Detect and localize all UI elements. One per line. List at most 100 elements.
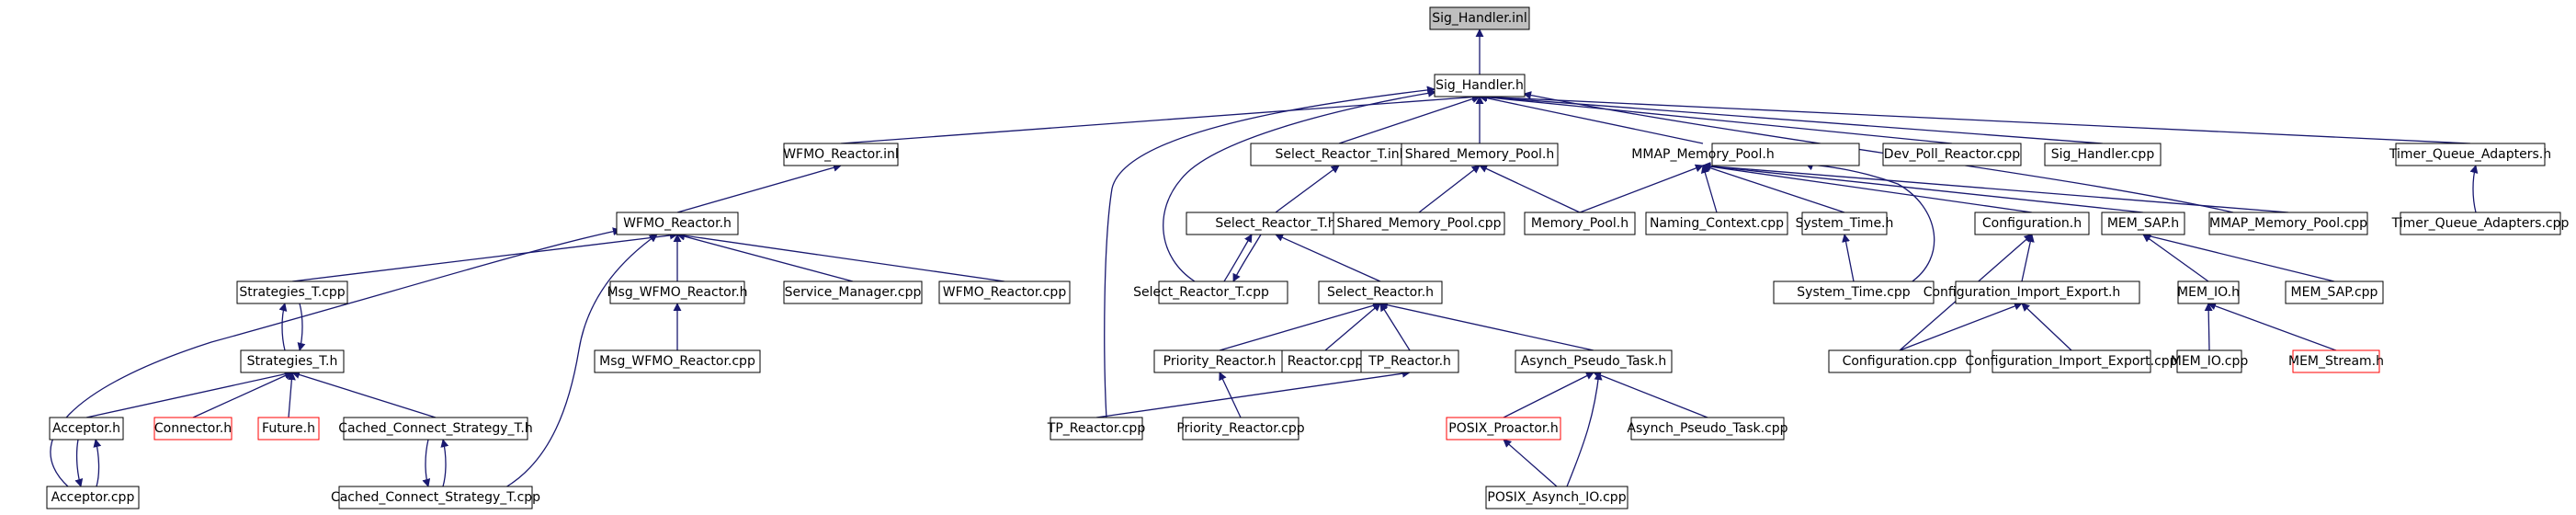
edge-priority-reactor-cpp-to-priority-reactor-h [1219,372,1242,418]
node-configuration-import-export-h[interactable]: Configuration_Import_Export.h [1923,280,2140,304]
edge-wfmo-reactor-inl-to-sig-handler-h [840,93,1481,144]
edge-naming-context-cpp-to-mmap-memory-pool-h [1700,165,1718,213]
node-mmap-memory-pool-h[interactable]: MMAP_Memory_Pool.h [1631,143,1860,166]
edge-layer [50,29,2479,488]
node-sig-handler-cpp[interactable]: Sig_Handler.cpp [2044,143,2162,166]
node-priority-reactor-cpp[interactable]: Priority_Reactor.cpp [1176,417,1305,441]
node-priority-reactor-h[interactable]: Priority_Reactor.h [1153,349,1286,373]
node-sig-handler-h[interactable]: Sig_Handler.h [1434,74,1526,97]
node-label: WFMO_Reactor.cpp [943,285,1067,300]
node-wfmo-reactor-h[interactable]: WFMO_Reactor.h [616,212,739,235]
node-box [1485,486,1628,509]
node-posix-proactor-h[interactable]: POSIX_Proactor.h [1446,417,1561,441]
edge-mem-io-cpp-to-mem-io-h [2204,303,2213,351]
node-asynch-pseudo-task-cpp[interactable]: Asynch_Pseudo_Task.cpp [1627,417,1788,441]
node-box [49,417,124,441]
node-label: Shared_Memory_Pool.cpp [1336,216,1501,231]
node-connector-h[interactable]: Connector.h [153,417,233,441]
node-label: Select_Reactor.h [1327,285,1434,300]
edge-wfmo-reactor-h-to-wfmo-reactor-inl [676,163,842,213]
node-cached-connect-strategy-t-h[interactable]: Cached_Connect_Strategy_T.h [338,417,533,441]
node-label: Configuration_Import_Export.h [1923,285,2121,300]
edge-dev-poll-reactor-cpp-to-sig-handler-h [1479,93,1953,144]
node-future-h[interactable]: Future.h [257,417,320,441]
node-mem-sap-h[interactable]: MEM_SAP.h [2101,212,2185,235]
node-select-reactor-t-inl[interactable]: Select_Reactor_T.inl [1250,143,1428,166]
node-box [2176,349,2242,373]
node-label: Service_Manager.cpp [785,285,922,300]
node-label: POSIX_Proactor.h [1448,421,1558,436]
node-label: Acceptor.cpp [51,490,135,505]
node-msg-wfmo-reactor-cpp[interactable]: Msg_WFMO_Reactor.cpp [594,349,761,373]
edge-cached-connect-strategy-t-h-to-strategies-t-h [291,371,437,418]
node-mmap-memory-pool-cpp[interactable]: MMAP_Memory_Pool.cpp [2208,212,2368,235]
edge-mem-io-h-to-mem-sap-h [2142,234,2209,282]
node-label: Sig_Handler.inl [1432,11,1527,26]
node-configuration-h[interactable]: Configuration.h [1974,212,2090,235]
node-timer-queue-adapters-cpp[interactable]: Timer_Queue_Adapters.cpp [2391,212,2570,235]
node-timer-queue-adapters-h[interactable]: Timer_Queue_Adapters.h [2389,143,2551,166]
edge-select-reactor-t-inl-to-sig-handler-h [1338,95,1481,144]
node-select-reactor-t-cpp[interactable]: Select_Reactor_T.cpp [1133,280,1288,304]
edge-mem-sap-cpp-to-mem-sap-h [2142,232,2335,282]
node-mem-stream-h[interactable]: MEM_Stream.h [2288,349,2384,373]
node-box [1524,212,1636,235]
node-label: Future.h [262,421,315,436]
node-system-time-cpp[interactable]: System_Time.cpp [1773,280,1935,304]
edge-cached-connect-strategy-t-cpp-to-cached-connect-strategy-t-h [440,439,449,487]
node-system-time-h[interactable]: System_Time.h [1796,212,1894,235]
node-wfmo-reactor-cpp[interactable]: WFMO_Reactor.cpp [938,280,1071,304]
node-asynch-pseudo-task-h[interactable]: Asynch_Pseudo_Task.h [1515,349,1673,373]
node-label: Asynch_Pseudo_Task.h [1521,354,1667,369]
node-label: Sig_Handler.h [1436,78,1524,93]
node-mem-io-cpp[interactable]: MEM_IO.cpp [2171,349,2249,373]
node-acceptor-h[interactable]: Acceptor.h [49,417,124,441]
node-acceptor-cpp[interactable]: Acceptor.cpp [46,486,140,509]
node-box [1828,349,1971,373]
node-box [1281,349,1369,373]
node-shared-memory-pool-h[interactable]: Shared_Memory_Pool.h [1401,143,1559,166]
node-cached-connect-strategy-t-cpp[interactable]: Cached_Connect_Strategy_T.cpp [331,486,540,509]
node-label: WFMO_Reactor.inl [783,147,899,162]
edge-configuration-import-export-h-to-configuration-h [2021,234,2035,282]
node-strategies-t-cpp[interactable]: Strategies_T.cpp [236,280,348,304]
node-naming-context-cpp[interactable]: Naming_Context.cpp [1645,212,1788,235]
node-label: Timer_Queue_Adapters.h [2389,147,2551,162]
node-shared-memory-pool-cpp[interactable]: Shared_Memory_Pool.cpp [1333,212,1505,235]
node-box [2044,143,2162,166]
node-strategies-t-h[interactable]: Strategies_T.h [240,349,345,373]
edge-connector-h-to-strategies-t-h [192,372,293,418]
node-tp-reactor-h[interactable]: TP_Reactor.h [1360,349,1459,373]
node-label: MMAP_Memory_Pool.cpp [2209,216,2367,231]
node-mem-io-h[interactable]: MEM_IO.h [2177,280,2240,304]
node-label: Select_Reactor_T.inl [1276,147,1403,162]
node-label: WFMO_Reactor.h [623,216,732,231]
node-configuration-cpp[interactable]: Configuration.cpp [1828,349,1971,373]
node-mem-sap-cpp[interactable]: MEM_SAP.cpp [2285,280,2384,304]
node-label: Acceptor.h [52,421,120,436]
node-service-manager-cpp[interactable]: Service_Manager.cpp [783,280,923,304]
node-msg-wfmo-reactor-h[interactable]: Msg_WFMO_Reactor.h [607,280,748,304]
node-box [343,417,528,441]
node-posix-asynch-io-cpp[interactable]: POSIX_Asynch_IO.cpp [1485,486,1628,509]
node-label: MEM_Stream.h [2288,354,2384,369]
edge-strategies-t-cpp-to-strategies-t-h [297,303,306,351]
node-label: System_Time.cpp [1797,285,1911,300]
node-dev-poll-reactor-cpp[interactable]: Dev_Poll_Reactor.cpp [1882,143,2022,166]
node-box [1882,143,2022,166]
node-sig-handler-inl[interactable]: Sig_Handler.inl [1429,6,1530,30]
node-tp-reactor-cpp[interactable]: TP_Reactor.cpp [1047,417,1146,441]
node-box [1992,349,2151,373]
node-box [1158,280,1288,304]
edge-memory-pool-h-to-shared-memory-pool-h [1479,165,1581,213]
edge-select-reactor-t-h-to-select-reactor-t-cpp [1232,234,1262,282]
node-wfmo-reactor-inl[interactable]: WFMO_Reactor.inl [783,143,899,166]
node-reactor-cpp[interactable]: Reactor.cpp [1281,349,1369,373]
node-configuration-import-export-cpp[interactable]: Configuration_Import_Export.cpp [1965,349,2178,373]
node-box [153,417,233,441]
node-memory-pool-h[interactable]: Memory_Pool.h [1524,212,1636,235]
node-box [46,486,140,509]
node-select-reactor-h[interactable]: Select_Reactor.h [1318,280,1443,304]
node-label: MMAP_Memory_Pool.h [1631,147,1774,162]
